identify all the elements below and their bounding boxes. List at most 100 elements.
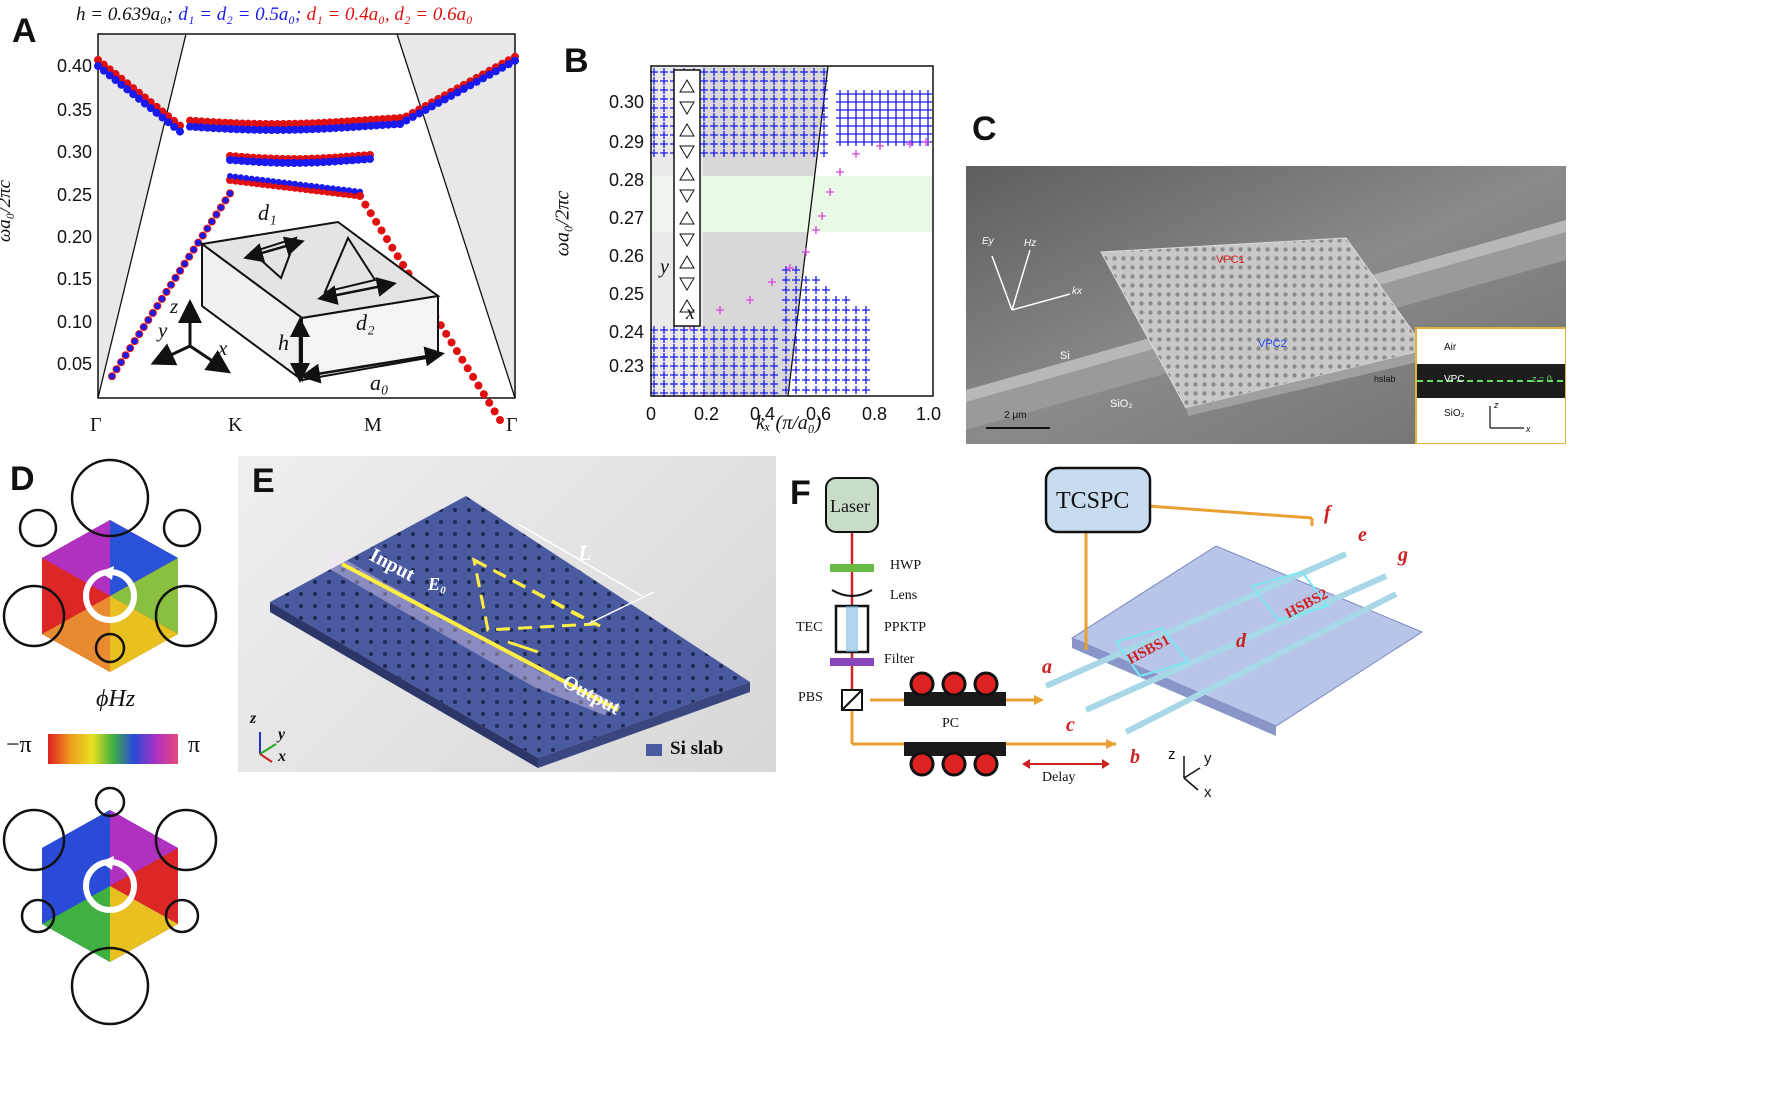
band-mark bbox=[860, 90, 868, 98]
f-port-e: e bbox=[1358, 524, 1367, 546]
band-mark bbox=[740, 353, 748, 361]
c-inset-hslab: hslab bbox=[1374, 374, 1396, 384]
band-dot bbox=[377, 226, 386, 235]
band-mark bbox=[790, 77, 798, 85]
band-mark bbox=[906, 140, 914, 148]
band-mark bbox=[852, 336, 860, 344]
d-min: −π bbox=[6, 732, 32, 758]
band-mark bbox=[730, 122, 738, 130]
band-mark bbox=[720, 326, 728, 334]
band-dot bbox=[378, 115, 387, 124]
band-mark bbox=[730, 68, 738, 76]
band-mark bbox=[770, 326, 778, 334]
band-mark bbox=[660, 131, 668, 139]
band-mark bbox=[822, 366, 830, 374]
panel-d-label: D bbox=[10, 460, 35, 498]
panel-f: F bbox=[786, 456, 1426, 816]
band-mark bbox=[730, 353, 738, 361]
band-mark bbox=[812, 336, 820, 344]
band-mark bbox=[782, 286, 790, 294]
band-mark bbox=[900, 106, 908, 114]
band-mark bbox=[720, 68, 728, 76]
band-mark bbox=[782, 336, 790, 344]
band-mark bbox=[660, 335, 668, 343]
band-mark bbox=[770, 335, 778, 343]
band-mark bbox=[700, 353, 708, 361]
band-dot bbox=[360, 155, 369, 164]
band-mark bbox=[818, 212, 826, 220]
band-mark bbox=[700, 335, 708, 343]
panel-a: A h = 0.639a₀; d₁ = d₂ = 0.5a₀; d₁ = 0.4… bbox=[0, 0, 540, 450]
band-mark bbox=[800, 113, 808, 121]
band-mark bbox=[820, 86, 828, 94]
band-mark bbox=[852, 356, 860, 364]
band-mark bbox=[710, 131, 718, 139]
band-dot bbox=[217, 204, 224, 211]
band-mark bbox=[810, 77, 818, 85]
band-mark bbox=[710, 104, 718, 112]
band-mark bbox=[876, 90, 884, 98]
band-dot bbox=[232, 125, 241, 134]
band-mark bbox=[792, 276, 800, 284]
band-mark bbox=[770, 113, 778, 121]
band-dot bbox=[105, 71, 114, 80]
band-mark bbox=[750, 140, 758, 148]
band-mark bbox=[822, 316, 830, 324]
band-mark bbox=[750, 362, 758, 370]
band-diagram-a bbox=[94, 33, 519, 424]
band-dot bbox=[479, 74, 488, 83]
band-mark bbox=[852, 316, 860, 324]
band-dot bbox=[140, 324, 147, 331]
band-mark bbox=[832, 296, 840, 304]
band-mark bbox=[700, 362, 708, 370]
band-mark bbox=[812, 306, 820, 314]
band-mark bbox=[700, 122, 708, 130]
b-xtick: 0.2 bbox=[694, 404, 720, 424]
band-mark bbox=[720, 335, 728, 343]
band-dot bbox=[99, 66, 108, 75]
band-dot bbox=[168, 281, 174, 288]
band-dot bbox=[181, 260, 188, 267]
band-dot bbox=[415, 109, 424, 118]
band-dot bbox=[393, 252, 402, 261]
band-mark bbox=[900, 114, 908, 122]
band-mark bbox=[680, 371, 688, 379]
band-mark bbox=[812, 326, 820, 334]
panel-d: D bbox=[0, 456, 220, 1116]
band-dot bbox=[463, 364, 472, 373]
band-mark bbox=[832, 356, 840, 364]
band-mark bbox=[810, 104, 818, 112]
band-mark bbox=[770, 140, 778, 148]
band-mark bbox=[710, 335, 718, 343]
band-mark bbox=[852, 106, 860, 114]
band-dot bbox=[261, 119, 270, 128]
band-mark bbox=[852, 122, 860, 130]
band-mark bbox=[740, 371, 748, 379]
b-ytick: 0.30 bbox=[608, 92, 644, 112]
band-dot bbox=[361, 200, 370, 209]
band-dot bbox=[308, 182, 315, 189]
band-mark bbox=[760, 77, 768, 85]
band-dot bbox=[209, 118, 218, 127]
band-mark bbox=[820, 95, 828, 103]
band-mark bbox=[810, 86, 818, 94]
band-mark bbox=[876, 130, 884, 138]
a-xtick-m: M bbox=[364, 414, 382, 436]
band-mark bbox=[908, 98, 916, 106]
band-mark bbox=[800, 68, 808, 76]
band-mark bbox=[852, 90, 860, 98]
band-dot bbox=[243, 174, 250, 181]
panel-a-label: A bbox=[12, 12, 37, 50]
band-mark bbox=[660, 149, 668, 157]
a-ytick: 0.05 bbox=[56, 354, 92, 374]
band-mark bbox=[908, 130, 916, 138]
band-mark bbox=[842, 316, 850, 324]
band-mark bbox=[760, 380, 768, 388]
band-mark bbox=[884, 130, 892, 138]
band-dot bbox=[140, 99, 149, 108]
band-mark bbox=[782, 266, 790, 274]
band-dot bbox=[372, 121, 381, 130]
f-axis-x: x bbox=[1204, 784, 1212, 801]
band-dot bbox=[342, 156, 351, 165]
band-mark bbox=[820, 140, 828, 148]
